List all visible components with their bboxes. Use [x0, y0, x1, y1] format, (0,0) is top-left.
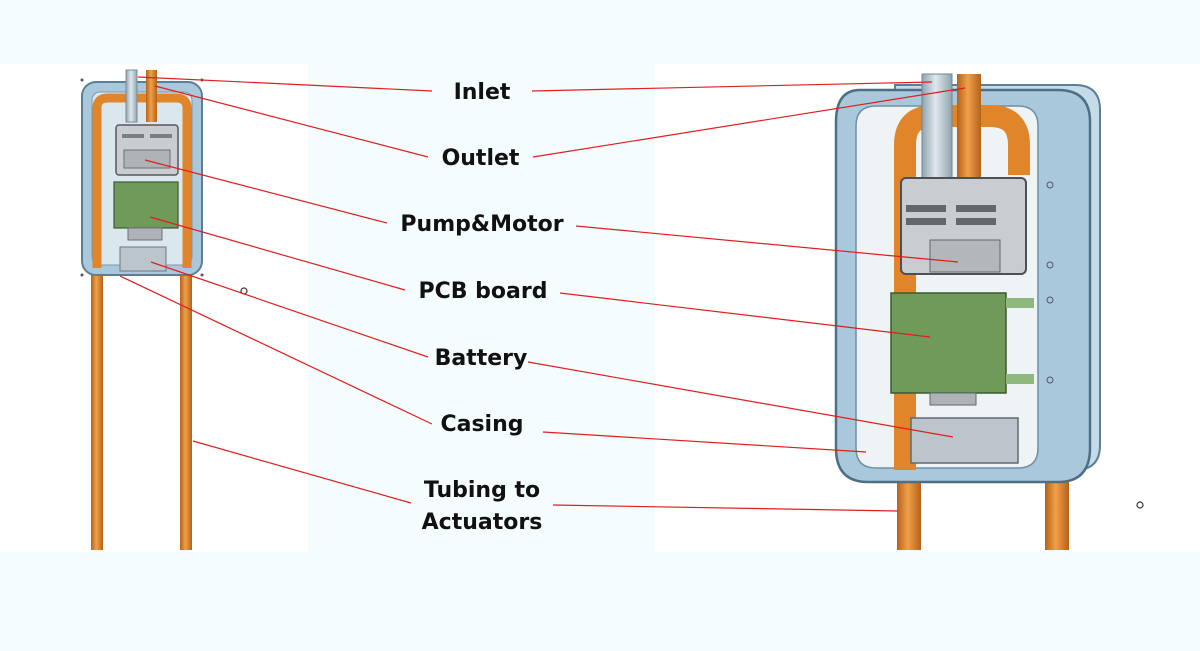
label-battery: Battery [434, 346, 528, 371]
leader-inlet-left [137, 76, 433, 92]
right-pcb [890, 292, 1007, 394]
leader-tubing-right [552, 504, 899, 512]
label-outlet: Outlet [441, 146, 520, 171]
leader-pcb-right [559, 292, 931, 338]
leader-pump-right [575, 225, 959, 263]
leader-pump-left [144, 159, 388, 224]
left-battery [119, 246, 167, 272]
left-tube-right [180, 265, 192, 550]
left-inner-tube-u [92, 93, 192, 268]
label-tubing-line1: Tubing to [423, 478, 541, 503]
leader-outlet-left [154, 85, 429, 158]
leader-outlet-right [532, 87, 966, 158]
label-inlet: Inlet [453, 80, 511, 105]
leader-lines [119, 76, 966, 512]
leader-casing-right [542, 431, 867, 453]
left-tube-left [91, 265, 103, 550]
left-outlet-pipe [146, 70, 157, 122]
label-pump-motor: Pump&Motor [400, 212, 564, 237]
left-pcb [113, 181, 179, 229]
leader-tubing-left [192, 440, 412, 504]
right-device-view [834, 73, 1101, 550]
right-battery [910, 417, 1019, 464]
label-casing: Casing [440, 412, 524, 437]
right-outlet-pipe [957, 74, 981, 184]
label-tubing-line2: Actuators [421, 510, 543, 535]
leader-battery-left [150, 261, 429, 358]
label-pcb-board: PCB board [418, 279, 548, 304]
leader-casing-left [119, 275, 433, 425]
leader-inlet-right [531, 81, 933, 92]
left-inlet-pipe [125, 69, 138, 123]
leader-pcb-left [149, 216, 406, 291]
leader-battery-right [527, 361, 954, 438]
right-view-marker [1136, 501, 1144, 509]
